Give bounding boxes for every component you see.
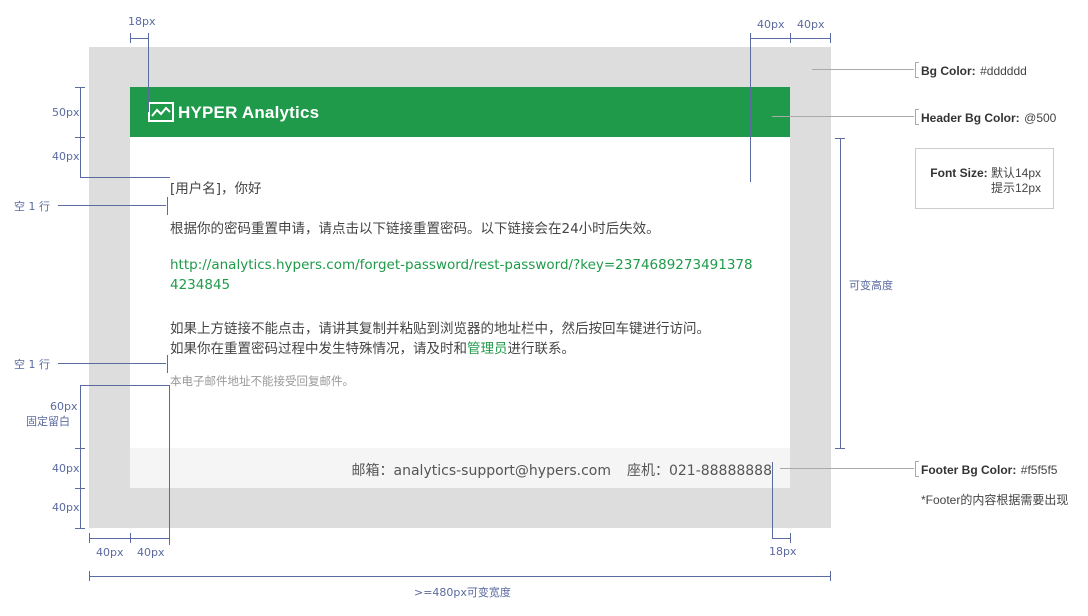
dim-outer-padding-right: 40px bbox=[797, 18, 825, 31]
dim-line bbox=[772, 462, 773, 538]
dim-header-height: 50px bbox=[52, 106, 80, 119]
dim-footer-height: 40px bbox=[52, 462, 80, 475]
dim-fixed-space: 60px bbox=[50, 400, 78, 413]
dim-line bbox=[58, 363, 166, 364]
dim-content-padding-right: 40px bbox=[757, 18, 785, 31]
bg-color-note: Bg Color: #dddddd bbox=[921, 64, 1027, 78]
note-leader-line bbox=[772, 116, 914, 117]
footer-color-note: Footer Bg Color: #f5f5f5 bbox=[921, 463, 1058, 477]
reset-link-line1[interactable]: http://analytics.hypers.com/forget-passw… bbox=[170, 257, 753, 273]
note-bracket bbox=[915, 62, 919, 78]
dim-content-padding-left: 40px bbox=[137, 546, 165, 559]
dim-tick bbox=[89, 571, 90, 581]
min-width-label: >=480px可变宽度 bbox=[414, 586, 511, 599]
email-footer: 邮箱：analytics-support@hypers.com 座机：021-88… bbox=[130, 448, 790, 488]
dim-tick bbox=[75, 488, 85, 489]
instruction-text-2-pre: 如果你在重置密码过程中发生特殊情况，请及时和 bbox=[170, 341, 467, 357]
dim-tick bbox=[75, 528, 85, 529]
footer-email: 邮箱：analytics-support@hypers.com bbox=[351, 463, 611, 479]
dim-tick bbox=[130, 533, 131, 543]
footer-phone: 座机：021-88888888 bbox=[626, 463, 772, 479]
blank-line-label-1: 空 1 行 bbox=[14, 200, 50, 213]
dim-header-padding-left: 18px bbox=[128, 15, 156, 28]
brand-title: HYPER Analytics bbox=[178, 103, 320, 122]
dim-tick bbox=[790, 533, 791, 543]
dim-tick bbox=[790, 33, 791, 43]
dim-tick bbox=[835, 138, 845, 139]
dim-line bbox=[80, 385, 81, 528]
dim-footer-padding-right: 18px bbox=[769, 545, 797, 558]
dim-tick bbox=[830, 571, 831, 581]
dim-line bbox=[130, 38, 148, 39]
instruction-text-2-post: 进行联系。 bbox=[507, 341, 576, 357]
email-header: HYPER Analytics bbox=[130, 87, 790, 137]
note-bracket bbox=[915, 461, 919, 477]
dim-content-padding-top: 40px bbox=[52, 150, 80, 163]
footer-optional-note: *Footer的内容根据需要出现 bbox=[921, 493, 1069, 507]
dim-line bbox=[148, 38, 149, 112]
font-size-note: Font Size: 默认14px 提示12px bbox=[915, 148, 1054, 209]
dim-line bbox=[750, 38, 751, 182]
dim-outer-padding-bottom: 40px bbox=[52, 501, 80, 514]
dim-tick bbox=[167, 355, 168, 373]
variable-height-label: 可变高度 bbox=[849, 279, 893, 292]
chart-logo-icon bbox=[148, 102, 174, 122]
footer-contact: 邮箱：analytics-support@hypers.com 座机：021-88… bbox=[352, 460, 772, 480]
dim-tick bbox=[75, 448, 85, 449]
reset-link-line2[interactable]: 4234845 bbox=[170, 277, 231, 293]
fixed-blank-label: 固定留白 bbox=[26, 415, 70, 428]
dim-line bbox=[772, 538, 790, 539]
dim-line bbox=[89, 576, 831, 577]
dim-tick bbox=[835, 448, 845, 449]
note-leader-line bbox=[780, 468, 914, 469]
dim-line bbox=[840, 138, 841, 449]
dim-tick bbox=[75, 137, 85, 138]
note-leader-line bbox=[812, 69, 914, 70]
no-reply-hint: 本电子邮件地址不能接受回复邮件。 bbox=[170, 374, 354, 388]
header-color-note: Header Bg Color: @500 bbox=[921, 111, 1057, 125]
admin-link[interactable]: 管理员 bbox=[467, 341, 508, 357]
dim-tick bbox=[830, 33, 831, 43]
dim-outer-padding-left: 40px bbox=[96, 546, 124, 559]
dim-tick bbox=[167, 197, 168, 215]
dim-line bbox=[58, 205, 166, 206]
dim-tick bbox=[89, 533, 90, 543]
blank-line-label-2: 空 1 行 bbox=[14, 358, 50, 371]
instruction-text-1: 如果上方链接不能点击，请讲其复制并粘贴到浏览器的地址栏中，然后按回车键进行访问。 bbox=[170, 321, 710, 337]
dim-line bbox=[80, 87, 81, 177]
note-bracket bbox=[915, 109, 919, 125]
dim-line bbox=[80, 177, 170, 178]
dim-tick bbox=[169, 533, 170, 543]
email-card: HYPER Analytics [用户名]，你好 根据你的密码重置申请，请点击以… bbox=[130, 87, 790, 488]
dim-line bbox=[80, 385, 170, 386]
dim-tick bbox=[130, 33, 131, 43]
dim-line bbox=[89, 538, 169, 539]
intro-text: 根据你的密码重置申请，请点击以下链接重置密码。以下链接会在24小时后失效。 bbox=[170, 221, 660, 237]
greeting-text: [用户名]，你好 bbox=[170, 181, 262, 197]
dim-line bbox=[169, 385, 170, 545]
dim-tick bbox=[75, 87, 85, 88]
instruction-text-2: 如果你在重置密码过程中发生特殊情况，请及时和管理员进行联系。 bbox=[170, 337, 575, 357]
